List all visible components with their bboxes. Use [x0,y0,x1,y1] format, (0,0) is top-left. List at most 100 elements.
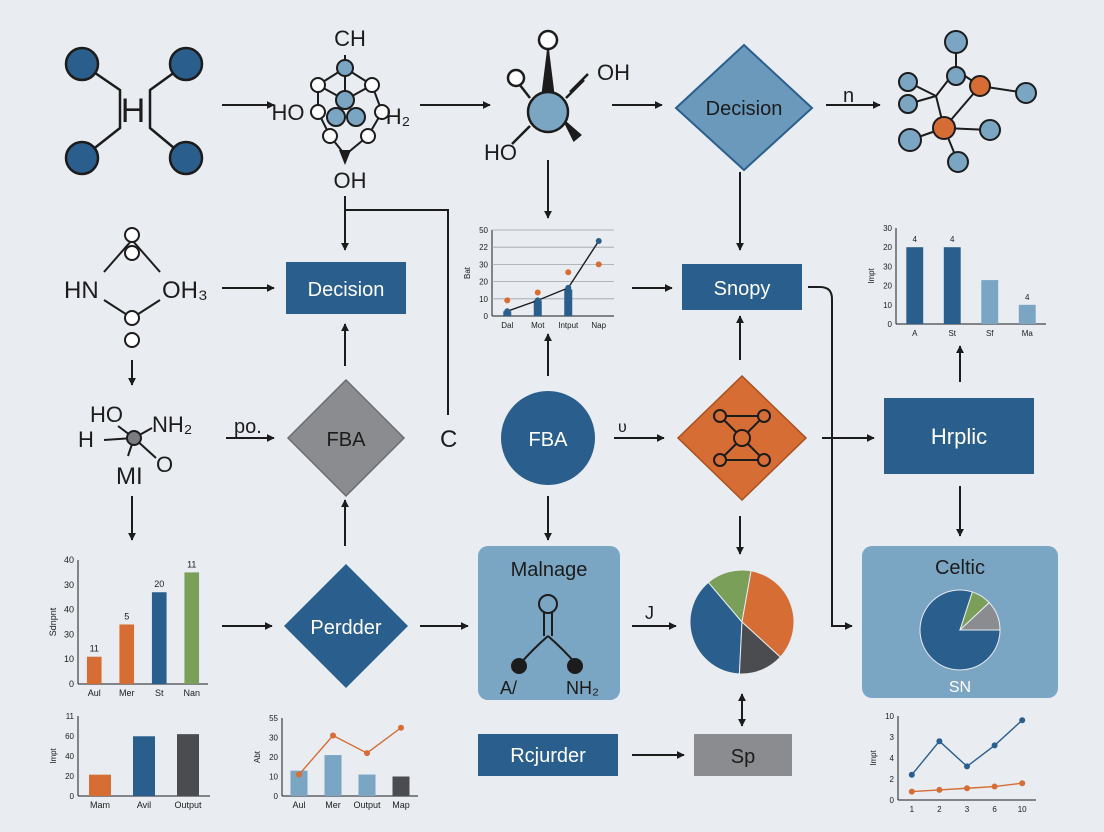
molecule-hydroxyl [506,29,589,145]
y-tick-label: 20 [269,753,278,762]
bar [86,656,102,684]
y-tick-label: 30 [883,224,892,233]
data-label: 20 [154,579,164,589]
y-tick-label: 30 [64,629,74,639]
decision-box[interactable]: Decision [286,262,406,314]
fba-diamond[interactable]: FBA [286,378,406,498]
molecule-amine [103,425,157,459]
x-tick-label: Mer [325,800,341,810]
series-line [507,240,600,312]
bar [133,736,155,796]
edge-label-u: υ [618,419,627,436]
y-tick-label: 10 [269,773,278,782]
data-point [908,771,915,778]
y-tick-label: 20 [883,282,892,291]
data-label: 5 [124,611,129,621]
x-tick-label: Mam [90,800,110,810]
y-tick-label: 40 [64,555,74,565]
data-point [964,763,970,770]
molecule-amine-h: H [78,427,94,452]
y-tick-label: 30 [479,260,488,269]
data-point [534,297,541,304]
molecule-h-bond [64,46,204,176]
data-point [1019,717,1026,724]
y-tick-label: 0 [69,679,74,689]
decision-box-label: Decision [308,279,385,301]
atom-node [168,140,204,176]
data-label: 4 [913,235,918,244]
data-point [1019,780,1026,787]
data-label: 4 [1025,293,1030,302]
y-tick-label: 11 [66,712,75,721]
data-point [296,771,302,778]
x-tick-label: 6 [992,805,997,814]
molecule-cage-right: H₂ [386,104,410,129]
data-label: 4 [950,235,955,244]
bar [392,776,410,796]
hrplic-box[interactable]: Hrplic [884,398,1034,474]
celtic-panel[interactable]: Celtic SN [862,546,1058,698]
molecule-cage-left: HO [272,100,305,125]
molecule-malnage-right: NH₂ [566,678,599,698]
connectors [128,101,964,759]
y-axis-label: Abt [253,750,262,763]
molecule-malnage [511,594,583,674]
decision-node-top[interactable]: Decision [674,43,814,172]
snopy-box[interactable]: Snopy [682,264,802,310]
x-tick-label: Intput [558,321,579,330]
x-tick-label: Map [392,800,410,810]
y-tick-label: 55 [269,714,278,723]
molecule-malnage-left: A/ [500,678,517,698]
y-axis-label: Bat [463,266,472,279]
x-tick-label: St [155,688,164,698]
y-tick-label: 20 [479,278,488,287]
sp-box[interactable]: Sp [694,734,792,776]
y-tick-label: 0 [274,792,279,801]
rcjurder-box[interactable]: Rcjurder [478,734,618,776]
x-tick-label: Aul [88,688,101,698]
bar [324,755,342,796]
data-point [595,261,602,268]
y-axis-label: Impt [867,267,876,283]
perader-diamond[interactable]: Perdder [284,564,408,688]
y-tick-label: 22 [479,243,488,252]
sp-label: Sp [731,746,755,768]
x-tick-label: Nap [591,321,606,330]
y-tick-label: 50 [479,226,488,235]
fba-circle[interactable]: FBA [501,391,595,485]
y-tick-label: 0 [890,796,895,805]
molecule-amine-o: O [156,452,173,477]
pie-slice [689,581,743,675]
malnage-box[interactable]: Malnage A/ NH₂ [478,546,620,700]
bar [290,770,308,796]
decision-node-top-label: Decision [706,98,783,120]
pie-slice [741,570,795,658]
y-tick-label: 60 [65,732,74,741]
molecule-hydroxyl-oh: OH [597,60,630,85]
y-tick-label: 3 [890,733,895,742]
data-point [565,269,572,276]
x-tick-label: Sf [986,329,994,338]
bar [177,734,199,796]
y-tick-label: 4 [890,754,895,763]
x-tick-label: A [912,329,918,338]
molecule-cage-top: CH [334,26,366,51]
edge-label-po: po. [234,416,262,438]
series-line [298,727,402,776]
y-tick-label: 10 [883,301,892,310]
fba-diamond-label: FBA [327,429,367,451]
y-axis-label: Sdnpnt [48,607,58,636]
network-diamond[interactable] [676,374,808,502]
x-tick-label: Output [353,800,381,810]
bar [906,247,924,324]
x-tick-label: 1 [910,805,915,814]
y-tick-label: 40 [64,605,74,615]
data-label: 11 [187,559,196,569]
data-point [908,788,915,795]
molecule-hydroxyl-ho: HO [484,140,517,165]
y-tick-label: 20 [883,243,892,252]
